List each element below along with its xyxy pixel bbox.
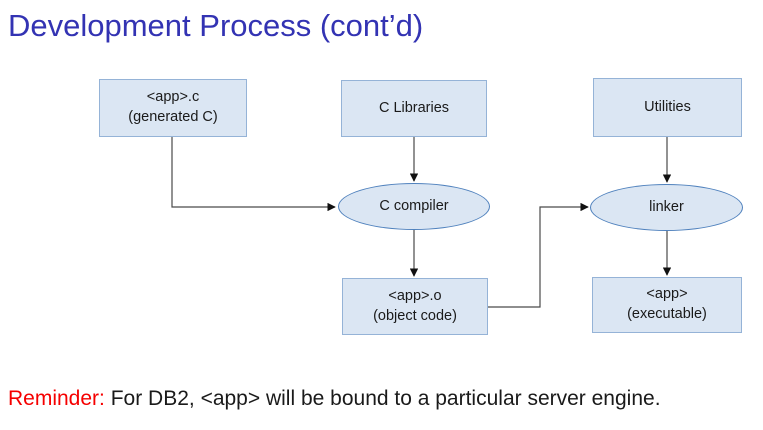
- node-app-o: <app>.o (object code): [342, 278, 488, 335]
- node-label: C compiler: [379, 197, 449, 214]
- node-label: Utilities: [644, 98, 691, 115]
- arrow-appc-to-compiler: [171, 137, 336, 212]
- node-label: <app>.o: [388, 287, 442, 304]
- node-utilities: Utilities: [593, 78, 742, 137]
- node-label: <app>: [646, 286, 688, 303]
- node-label: C Libraries: [378, 99, 450, 116]
- node-app-executable: <app> (executable): [592, 277, 742, 333]
- reminder-label: Reminder:: [8, 387, 105, 410]
- node-c-libraries: C Libraries: [341, 80, 487, 137]
- node-app-c: <app>.c (generated C): [99, 79, 247, 137]
- reminder-text: For DB2, <app> will be bound to a partic…: [104, 387, 661, 410]
- node-sublabel: (generated C): [128, 109, 218, 125]
- node-sublabel: (object code): [373, 307, 457, 324]
- reminder-note: Reminder: For DB2, <app> will be bound t…: [8, 386, 661, 411]
- node-label: <app>.c: [146, 89, 200, 106]
- node-label: linker: [649, 198, 684, 215]
- node-c-compiler: C compiler: [338, 183, 490, 230]
- node-linker: linker: [590, 184, 743, 231]
- node-sublabel: (executable): [627, 306, 707, 322]
- page-title: Development Process (cont’d): [8, 8, 424, 43]
- arrow-appo-to-linker: [488, 202, 589, 308]
